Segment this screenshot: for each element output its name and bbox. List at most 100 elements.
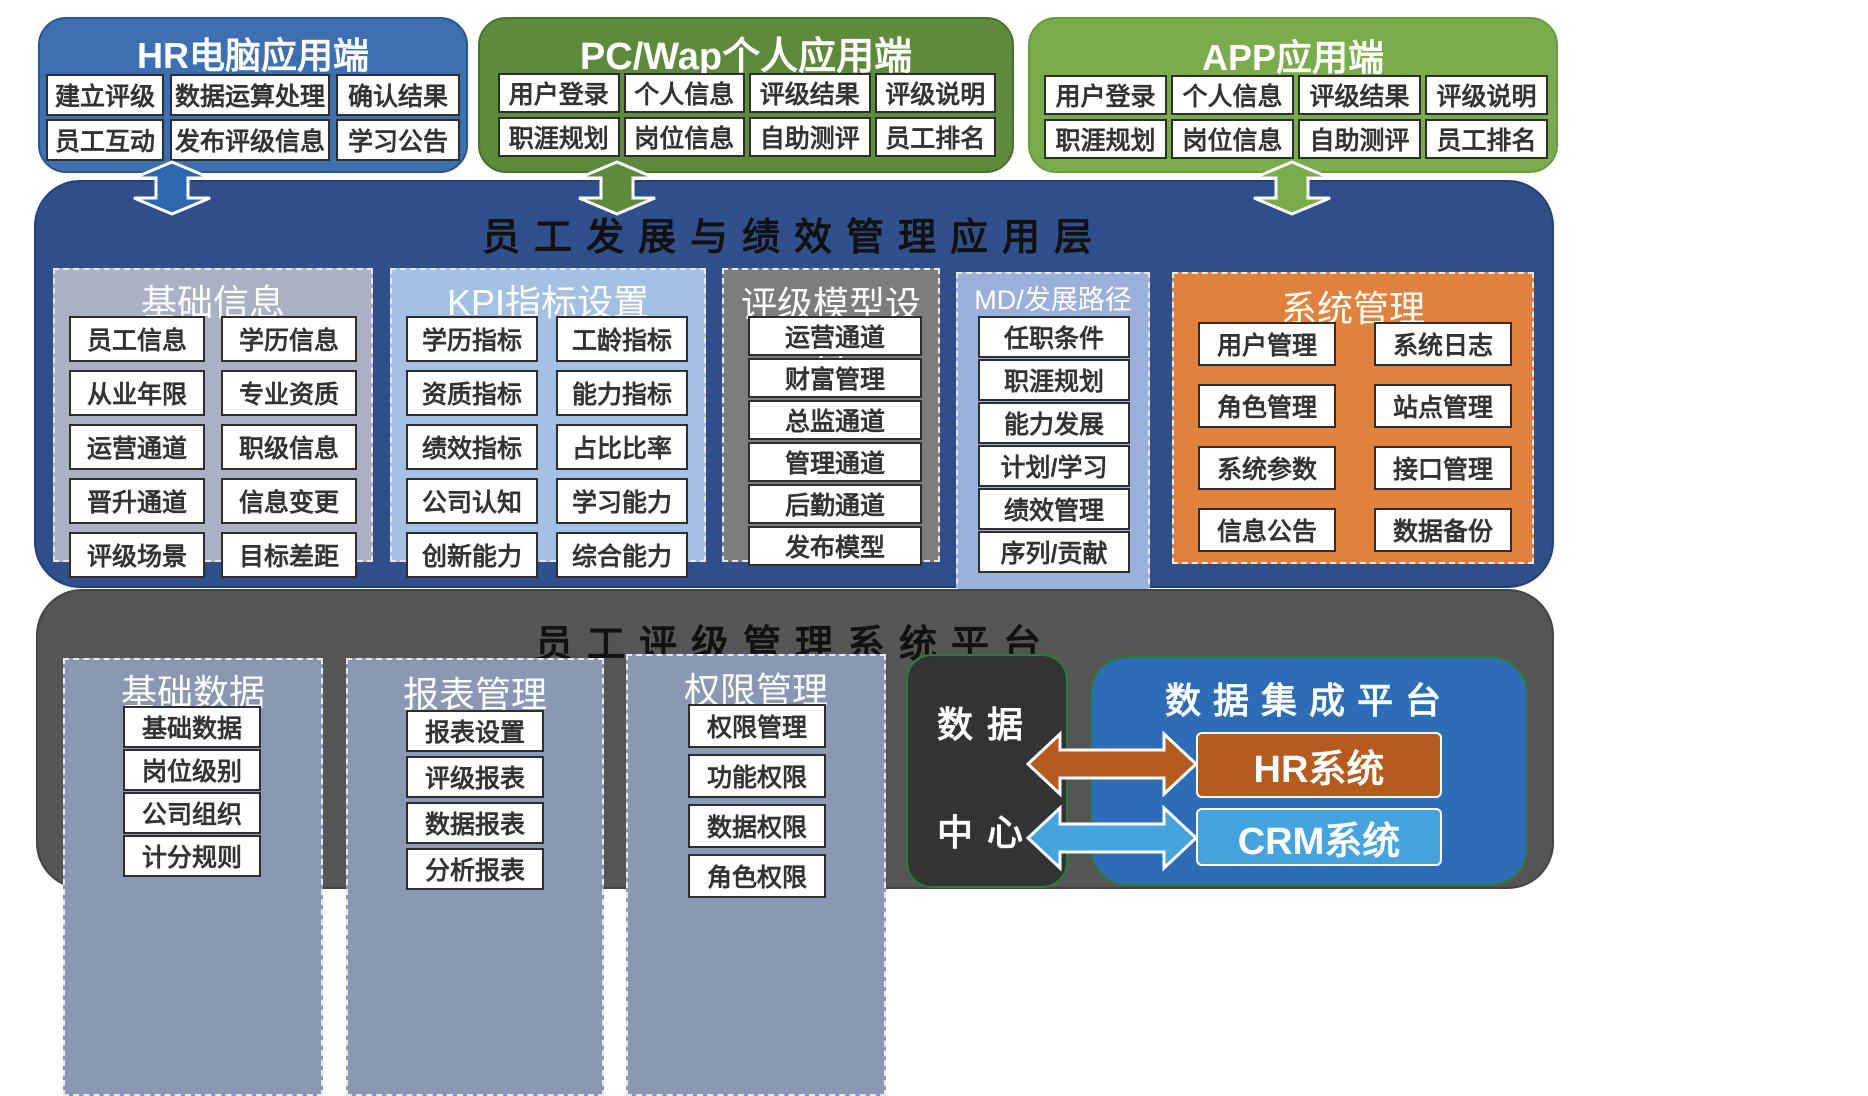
- permissions-item[interactable]: 数据权限: [688, 804, 826, 848]
- basic-info-item[interactable]: 运营通道: [69, 424, 205, 470]
- system-mgmt-item[interactable]: 用户管理: [1198, 322, 1336, 366]
- data-center-line1: 数据: [936, 704, 1037, 745]
- rating-model-section: 评级模型设置 运营通道 财富管理 总监通道 管理通道 后勤通道 发布模型: [722, 268, 940, 566]
- kpi-item[interactable]: 能力指标: [556, 370, 688, 416]
- md-path-item[interactable]: 序列/贡献: [978, 531, 1130, 573]
- hr-pc-item[interactable]: 确认结果: [336, 74, 460, 116]
- basic-data-item[interactable]: 计分规则: [123, 835, 261, 877]
- md-path-item[interactable]: 职涯规划: [978, 359, 1130, 401]
- kpi-grid: 学历指标 工龄指标 资质指标 能力指标 绩效指标 占比比率 公司认知 学习能力 …: [406, 316, 688, 578]
- system-mgmt-item[interactable]: 信息公告: [1198, 508, 1336, 552]
- kpi-item[interactable]: 工龄指标: [556, 316, 688, 362]
- md-path-item[interactable]: 绩效管理: [978, 488, 1130, 530]
- pc-wap-item[interactable]: 员工排名: [874, 117, 996, 157]
- app-connector-arrow: [1253, 160, 1331, 216]
- reports-item[interactable]: 分析报表: [406, 848, 544, 890]
- kpi-item[interactable]: 资质指标: [406, 370, 538, 416]
- app-item[interactable]: 员工排名: [1425, 119, 1548, 159]
- pc-wap-item[interactable]: 评级说明: [874, 73, 996, 113]
- basic-info-item[interactable]: 晋升通道: [69, 478, 205, 524]
- rating-model-item[interactable]: 运营通道: [748, 316, 922, 356]
- permissions-grid: 权限管理 功能权限 数据权限 角色权限: [688, 704, 826, 898]
- kpi-item[interactable]: 学历指标: [406, 316, 538, 362]
- hr-pc-item[interactable]: 建立评级: [46, 74, 164, 116]
- app-items-grid: 用户登录 个人信息 评级结果 评级说明 职涯规划 岗位信息 自助测评 员工排名: [1044, 75, 1548, 159]
- md-path-item[interactable]: 任职条件: [978, 316, 1130, 358]
- pc-wap-client-panel: PC/Wap个人应用端 用户登录 个人信息 评级结果 评级说明 职涯规划 岗位信…: [478, 17, 1014, 173]
- basic-info-section: 基础信息 员工信息 学历信息 从业年限 专业资质 运营通道 职级信息 晋升通道 …: [53, 268, 373, 578]
- system-mgmt-item[interactable]: 系统参数: [1198, 446, 1336, 490]
- kpi-item[interactable]: 公司认知: [406, 478, 538, 524]
- system-mgmt-item[interactable]: 系统日志: [1374, 322, 1512, 366]
- basic-data-item[interactable]: 基础数据: [123, 706, 261, 748]
- system-mgmt-item[interactable]: 角色管理: [1198, 384, 1336, 428]
- system-mgmt-item[interactable]: 接口管理: [1374, 446, 1512, 490]
- kpi-item[interactable]: 绩效指标: [406, 424, 538, 470]
- system-mgmt-item[interactable]: 站点管理: [1374, 384, 1512, 428]
- md-path-item[interactable]: 计划/学习: [978, 445, 1130, 487]
- kpi-section: KPI指标设置 学历指标 工龄指标 资质指标 能力指标 绩效指标 占比比率 公司…: [390, 268, 706, 578]
- pc-wap-item[interactable]: 评级结果: [749, 73, 871, 113]
- reports-grid: 报表设置 评级报表 数据报表 分析报表: [406, 710, 544, 890]
- rating-model-item[interactable]: 总监通道: [748, 400, 922, 440]
- basic-data-section: 基础数据 基础数据 岗位级别 公司组织 计分规则: [63, 658, 323, 1096]
- pc-wap-client-title: PC/Wap个人应用端: [579, 36, 913, 78]
- basic-data-item[interactable]: 岗位级别: [123, 749, 261, 791]
- basic-info-item[interactable]: 学历信息: [221, 316, 357, 362]
- pc-wap-connector-arrow: [578, 160, 656, 216]
- rating-model-item[interactable]: 后勤通道: [748, 484, 922, 524]
- basic-info-item[interactable]: 从业年限: [69, 370, 205, 416]
- rating-model-item[interactable]: 财富管理: [748, 358, 922, 398]
- hr-pc-item[interactable]: 学习公告: [336, 119, 460, 161]
- basic-info-item[interactable]: 职级信息: [221, 424, 357, 470]
- basic-info-item[interactable]: 目标差距: [221, 532, 357, 578]
- app-item[interactable]: 评级结果: [1298, 75, 1421, 115]
- pc-wap-item[interactable]: 个人信息: [623, 73, 745, 113]
- app-item[interactable]: 自助测评: [1298, 119, 1421, 159]
- pc-wap-item[interactable]: 用户登录: [498, 73, 620, 113]
- pc-wap-item[interactable]: 岗位信息: [623, 117, 745, 157]
- reports-item[interactable]: 数据报表: [406, 802, 544, 844]
- system-mgmt-item[interactable]: 数据备份: [1374, 508, 1512, 552]
- reports-item[interactable]: 报表设置: [406, 710, 544, 752]
- basic-data-item[interactable]: 公司组织: [123, 792, 261, 834]
- pc-wap-item[interactable]: 职涯规划: [498, 117, 620, 157]
- basic-info-grid: 员工信息 学历信息 从业年限 专业资质 运营通道 职级信息 晋升通道 信息变更 …: [69, 316, 357, 578]
- system-mgmt-section: 系统管理 用户管理 系统日志 角色管理 站点管理 系统参数 接口管理 信息公告 …: [1172, 272, 1534, 564]
- reports-title: 报表管理: [402, 674, 547, 715]
- system-mgmt-grid: 用户管理 系统日志 角色管理 站点管理 系统参数 接口管理 信息公告 数据备份: [1198, 322, 1512, 552]
- basic-info-item[interactable]: 员工信息: [69, 316, 205, 362]
- app-layer-title: 员工发展与绩效管理应用层: [481, 217, 1106, 259]
- hr-system-box[interactable]: HR系统: [1196, 732, 1442, 798]
- kpi-item[interactable]: 学习能力: [556, 478, 688, 524]
- permissions-item[interactable]: 权限管理: [688, 704, 826, 748]
- app-item[interactable]: 个人信息: [1171, 75, 1294, 115]
- permissions-item[interactable]: 角色权限: [688, 854, 826, 898]
- hr-pc-client-title: HR电脑应用端: [137, 35, 369, 76]
- hr-pc-item[interactable]: 数据运算处理: [170, 74, 330, 116]
- app-item[interactable]: 评级说明: [1425, 75, 1548, 115]
- app-client-panel: APP应用端 用户登录 个人信息 评级结果 评级说明 职涯规划 岗位信息 自助测…: [1028, 17, 1558, 173]
- md-path-title: MD/发展路径: [974, 285, 1132, 315]
- reports-item[interactable]: 评级报表: [406, 756, 544, 798]
- crm-system-label: CRM系统: [1237, 820, 1401, 863]
- basic-info-item[interactable]: 信息变更: [221, 478, 357, 524]
- app-item[interactable]: 岗位信息: [1171, 119, 1294, 159]
- hr-pc-item[interactable]: 发布评级信息: [170, 119, 330, 161]
- permissions-section: 权限管理 权限管理 功能权限 数据权限 角色权限: [626, 654, 886, 1096]
- md-path-item[interactable]: 能力发展: [978, 402, 1130, 444]
- hr-pc-item[interactable]: 员工互动: [46, 119, 164, 161]
- rating-model-item[interactable]: 发布模型: [748, 526, 922, 566]
- app-item[interactable]: 职涯规划: [1044, 119, 1167, 159]
- rating-model-item[interactable]: 管理通道: [748, 442, 922, 482]
- rating-model-grid: 运营通道 财富管理 总监通道 管理通道 后勤通道 发布模型: [748, 316, 922, 566]
- permissions-item[interactable]: 功能权限: [688, 754, 826, 798]
- basic-info-item[interactable]: 专业资质: [221, 370, 357, 416]
- app-item[interactable]: 用户登录: [1044, 75, 1167, 115]
- pc-wap-item[interactable]: 自助测评: [749, 117, 871, 157]
- basic-info-item[interactable]: 评级场景: [69, 532, 205, 578]
- kpi-item[interactable]: 占比比率: [556, 424, 688, 470]
- kpi-item[interactable]: 创新能力: [406, 532, 538, 578]
- crm-system-box[interactable]: CRM系统: [1196, 808, 1442, 866]
- kpi-item[interactable]: 综合能力: [556, 532, 688, 578]
